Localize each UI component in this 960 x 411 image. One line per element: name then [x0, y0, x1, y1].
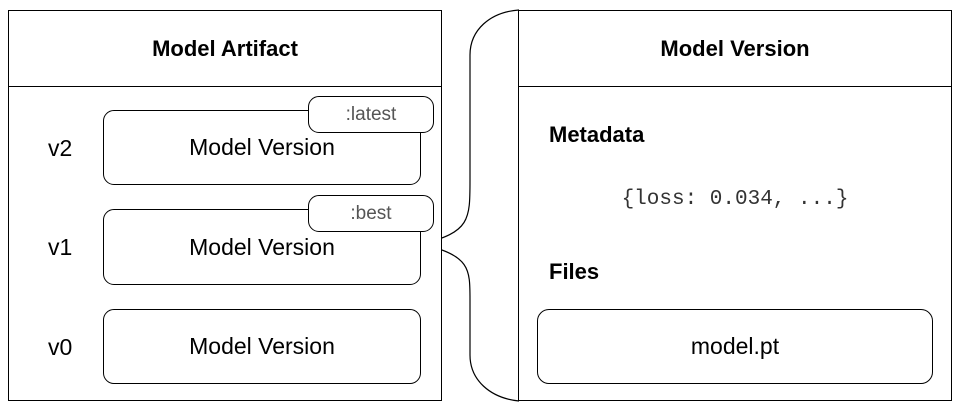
model-artifact-title: Model Artifact: [9, 11, 441, 87]
model-version-title: Model Version: [519, 11, 951, 87]
model-version-box-v0[interactable]: Model Version: [103, 309, 421, 384]
metadata-value: {loss: 0.034, ...}: [621, 188, 849, 211]
file-item-model-pt[interactable]: model.pt: [537, 309, 933, 384]
alias-tag-latest: :latest: [308, 96, 434, 133]
model-version-box-v1[interactable]: Model Version: [103, 209, 421, 285]
files-heading: Files: [549, 259, 600, 284]
version-label-v0: v0: [48, 333, 73, 360]
metadata-heading: Metadata: [549, 122, 645, 147]
version-label-v2: v2: [48, 134, 73, 161]
version-label-v1: v1: [48, 233, 73, 260]
alias-tag-best: :best: [308, 195, 434, 232]
